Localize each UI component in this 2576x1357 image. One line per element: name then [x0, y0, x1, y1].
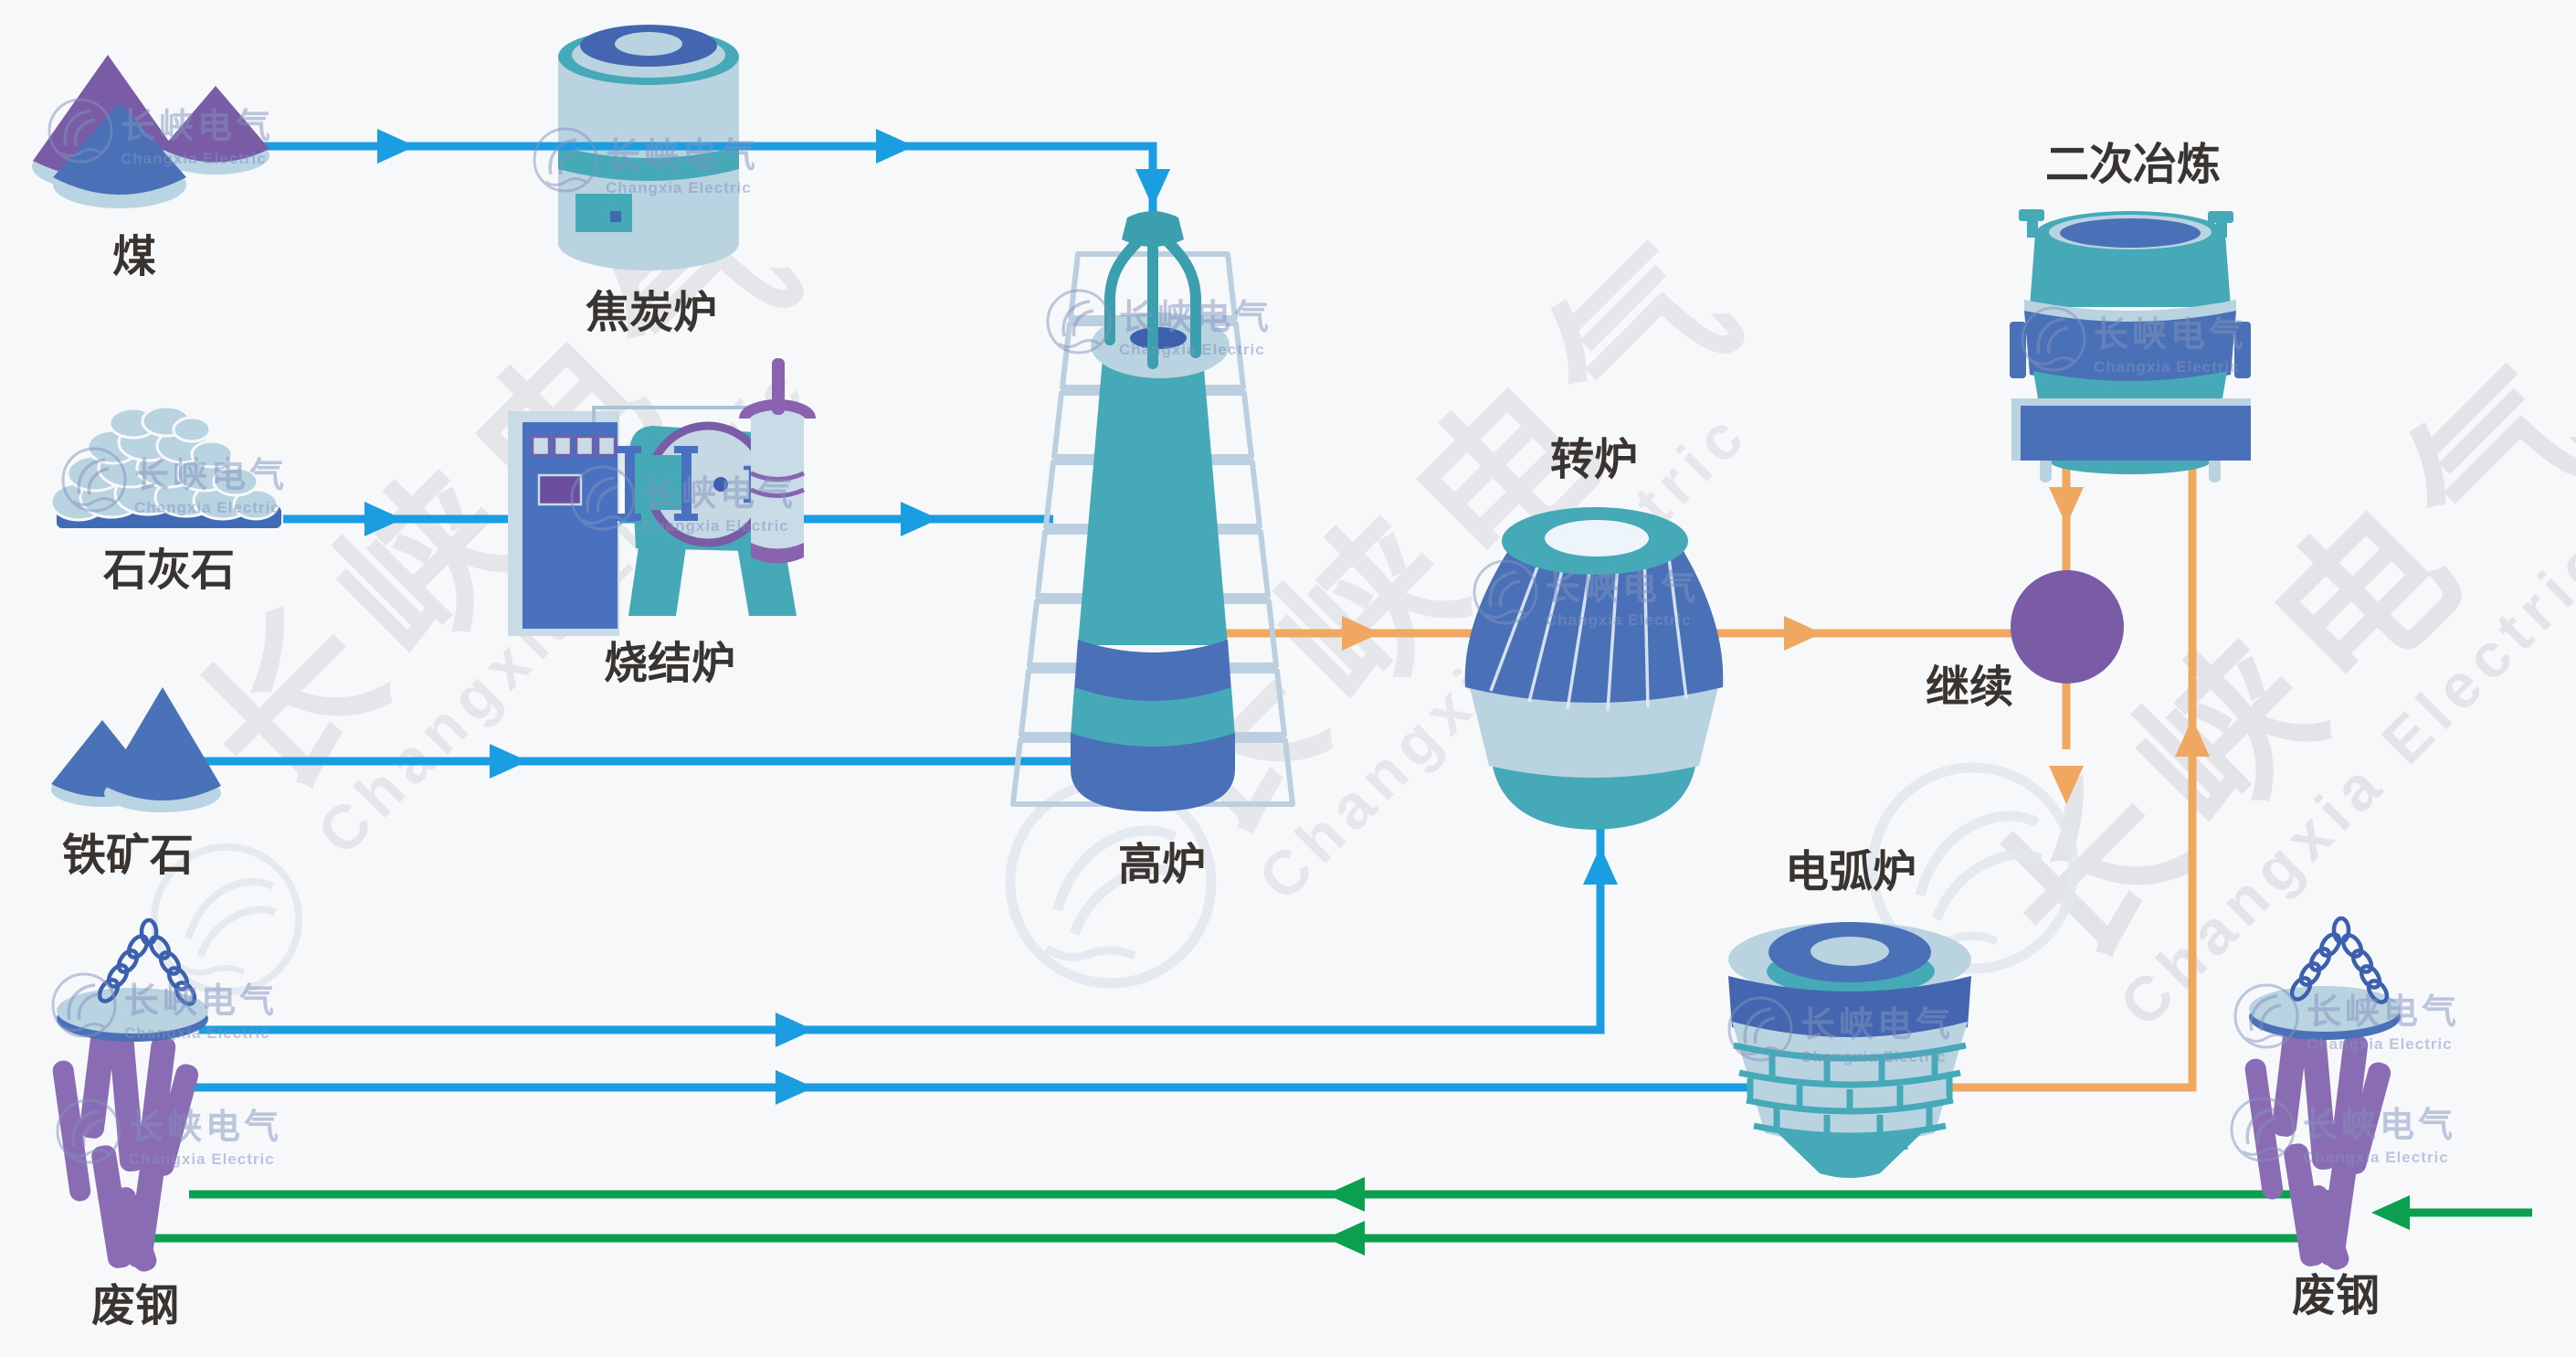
ladle-mouth: [2060, 218, 2201, 248]
label-coal: 煤: [112, 233, 156, 281]
flow-eaf-to-secondary-refining: [1918, 464, 2197, 1092]
continue-node: [2011, 570, 2124, 684]
furnace-door: [575, 194, 632, 232]
arrow-right-icon: [364, 502, 403, 536]
arrow-down-icon: [2049, 766, 2084, 804]
control-cabinet: [523, 422, 618, 629]
label-sintering-furnace: 烧结炉: [604, 640, 735, 688]
arrow-down-icon: [2049, 487, 2084, 525]
label-coke-oven: 焦炭炉: [586, 289, 717, 337]
label-converter: 转炉: [1550, 436, 1638, 484]
flow-arrowheads-green: [1326, 1177, 2410, 1256]
arrow-down-icon: [1135, 169, 1170, 207]
flow-arrowheads-blue: [364, 129, 1618, 1105]
ladle-trunnions: [2019, 209, 2233, 238]
cabinet-buttons: [531, 435, 617, 457]
scrap-steel-right: [2243, 918, 2401, 1272]
ladle-platform: [2011, 406, 2251, 461]
arrow-right-icon: [901, 502, 939, 536]
iron-ore-pile: [51, 687, 221, 812]
secondary-refining-vessel: [2010, 209, 2251, 482]
flow-lines-green: [142, 1190, 2532, 1243]
arrow-up-icon: [1583, 846, 1618, 885]
exhaust-pipe: [772, 358, 785, 415]
arrow-right-icon: [490, 744, 528, 779]
arrow-right-icon: [776, 1070, 814, 1105]
label-continue: 继续: [1926, 663, 2013, 712]
flow-arrowheads-orange: [1342, 487, 2210, 804]
arrow-right-icon: [1342, 616, 1380, 651]
label-blast-furnace: 高炉: [1118, 841, 1206, 889]
arrow-right-icon: [776, 1012, 814, 1047]
arrow-left-icon: [2371, 1195, 2410, 1230]
cabinet-screen: [537, 473, 583, 506]
arrow-up-icon: [2175, 718, 2210, 757]
converter-mouth: [1545, 520, 1649, 557]
arrow-right-icon: [377, 129, 416, 164]
label-scrap-right: 废钢: [2292, 1272, 2380, 1320]
arrow-right-icon: [876, 129, 914, 164]
label-scrap-left: 废钢: [91, 1282, 179, 1330]
label-limestone: 石灰石: [103, 546, 235, 595]
arrow-left-icon: [1326, 1177, 1365, 1212]
label-iron-ore: 铁矿石: [62, 832, 194, 880]
label-secondary-refining: 二次冶炼: [2045, 141, 2221, 189]
label-electric-arc-furnace: 电弧炉: [1785, 848, 1916, 896]
flow-scrap-to-converter: [199, 797, 1605, 1034]
arrow-right-icon: [1784, 616, 1822, 651]
scrap-steel-left: [51, 920, 208, 1274]
arrow-left-icon: [1326, 1221, 1365, 1256]
furnace-roof-port: [1811, 937, 1889, 966]
